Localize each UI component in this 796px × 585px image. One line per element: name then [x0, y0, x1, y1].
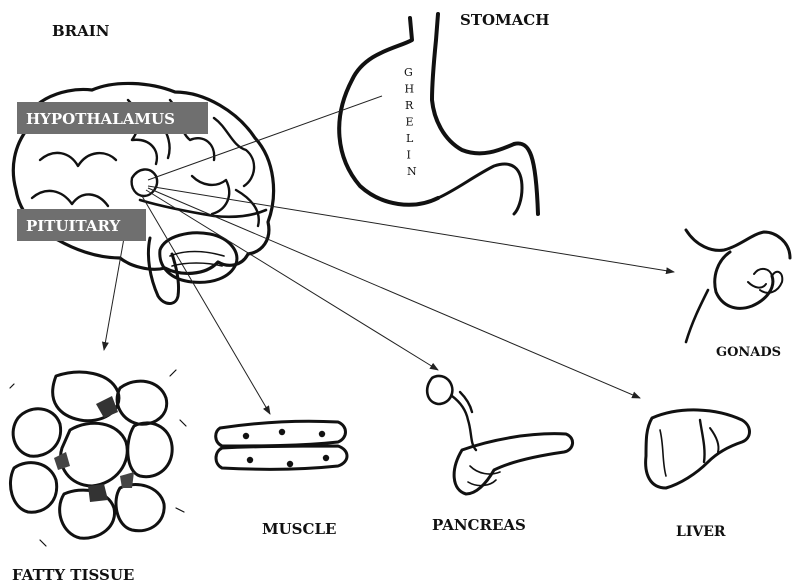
ghrelin-letter: N [407, 165, 417, 178]
pancreas-drawing [427, 376, 572, 494]
arrow-to-fatty-tissue [104, 238, 124, 350]
muscle-label: MUSCLE [262, 520, 336, 538]
ghrelin-letter: G [404, 66, 413, 79]
ghrelin-letter: H [405, 83, 415, 96]
pituitary-label-box: PITUITARY [17, 209, 146, 241]
gonads-drawing [686, 230, 790, 342]
ghrelin-letter: E [406, 116, 414, 129]
stomach-label: STOMACH [460, 11, 549, 29]
liver-label: LIVER [676, 524, 726, 540]
arrow-to-muscle [142, 196, 270, 414]
hypothalamus-label-box: HYPOTHALAMUS [17, 102, 208, 134]
signal-arrows [104, 96, 674, 414]
hypothalamus-label: HYPOTHALAMUS [26, 110, 175, 128]
pancreas-label: PANCREAS [432, 516, 526, 534]
ghrelin-letter: L [406, 132, 414, 145]
liver-drawing [646, 410, 750, 488]
ghrelin-letter: I [407, 149, 411, 162]
ghrelin-letter: R [405, 99, 414, 112]
gonads-label: GONADS [716, 345, 781, 360]
arrow-to-pancreas [146, 190, 438, 370]
pituitary-label: PITUITARY [26, 217, 121, 235]
fatty-tissue-label: FATTY TISSUE [12, 566, 134, 584]
muscle-drawing [216, 421, 347, 469]
arrow-to-liver [148, 188, 640, 398]
fatty-tissue-drawing [10, 370, 186, 546]
brain-label: BRAIN [52, 22, 110, 40]
arrow-to-gonads [148, 186, 674, 272]
stomach-drawing [339, 14, 538, 214]
